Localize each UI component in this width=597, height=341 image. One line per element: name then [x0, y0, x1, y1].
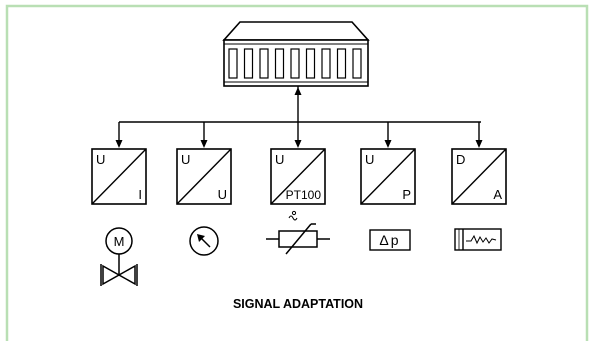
rack-slot [274, 48, 285, 79]
converter-input-label: U [181, 152, 190, 167]
converter-input-label: U [96, 152, 105, 167]
converter-box: UU [176, 148, 232, 205]
bus-arrow-up [294, 87, 302, 95]
rack-slot [305, 48, 316, 79]
diagram-caption: SIGNAL ADAPTATION [233, 297, 363, 311]
converter-input-label: D [456, 152, 465, 167]
converter-input-label: U [275, 152, 284, 167]
converter-box: UP [360, 148, 416, 205]
signal-bus [118, 86, 481, 142]
recorder-icon [454, 228, 502, 251]
variable-resistor-icon [266, 210, 330, 255]
converter-box: DA [451, 148, 507, 205]
rack-slot [259, 48, 269, 79]
bus-drop-arrow [475, 140, 483, 148]
motor-label: M [114, 234, 125, 249]
frame-border [5, 4, 589, 341]
converter-input-label: U [365, 152, 374, 167]
converter-output-label: U [218, 187, 227, 202]
converter-box: UI [91, 148, 147, 205]
rack-slot [336, 48, 347, 79]
converter-output-label: P [402, 187, 411, 202]
bus-drop-arrow [200, 140, 208, 148]
pressure-box-icon [369, 229, 411, 251]
plc-rack [222, 21, 370, 87]
converter-box: U PT100 [270, 148, 326, 205]
rack-slot [290, 48, 300, 79]
converter-output-label: I [138, 187, 142, 202]
converter-output-label: PT100 [286, 188, 322, 202]
bus-drop-arrow [294, 140, 302, 148]
rack-slot [228, 48, 238, 79]
converter-output-label: A [493, 187, 502, 202]
pressure-label: Δp [379, 232, 400, 248]
rack-slot [352, 48, 362, 79]
motor-valve-icon [100, 227, 138, 286]
gauge-arrow-icon [189, 226, 219, 256]
rack-slot [321, 48, 331, 79]
bus-drop-arrow [115, 140, 123, 148]
rack-slot [243, 48, 254, 79]
gauge-needle-head [197, 234, 205, 242]
bus-drop-arrow [384, 140, 392, 148]
